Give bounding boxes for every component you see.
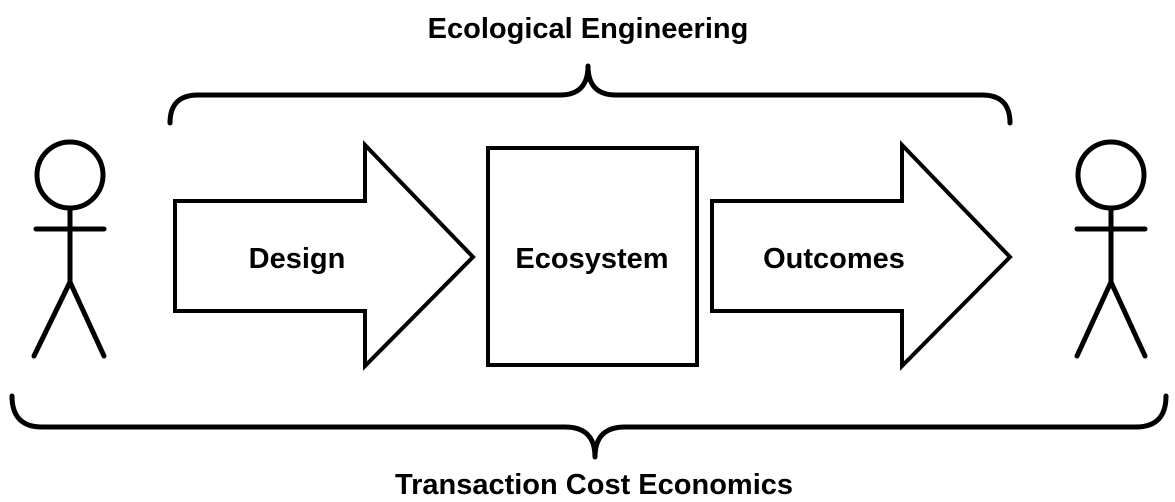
- bottom-label: Transaction Cost Economics: [395, 469, 793, 501]
- right-stick-figure-icon: [1074, 139, 1148, 359]
- top-label: Ecological Engineering: [428, 13, 749, 45]
- bottom-brace: [9, 393, 1169, 460]
- design-arrow: [173, 140, 476, 371]
- ecosystem-box: [486, 146, 699, 367]
- ecosystem-label: Ecosystem: [515, 243, 668, 275]
- left-stick-figure-icon: [31, 139, 107, 359]
- outcomes-arrow: [710, 140, 1013, 371]
- top-brace: [167, 63, 1013, 126]
- outcomes-label: Outcomes: [763, 243, 905, 275]
- design-label: Design: [249, 243, 346, 275]
